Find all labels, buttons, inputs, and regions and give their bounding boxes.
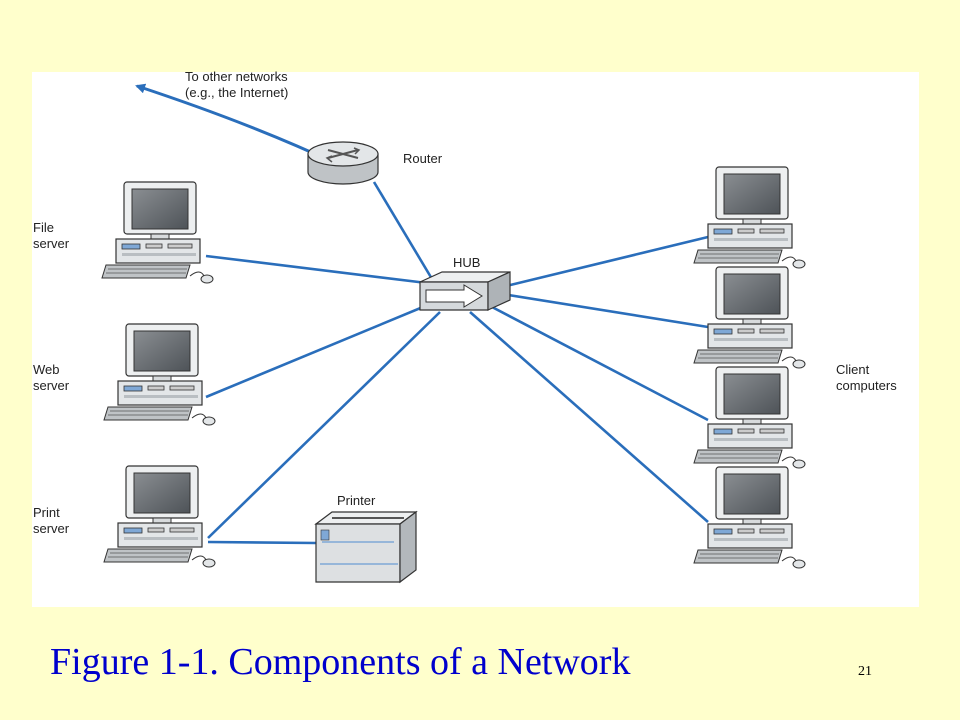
- hub-label: HUB: [453, 255, 481, 270]
- web-server-icon: [103, 323, 216, 426]
- print-server-label: Print server: [33, 505, 70, 536]
- network-diagram: To other networks (e.g., the Internet) R…: [32, 69, 919, 607]
- link-hub-client-3: [491, 305, 709, 422]
- network-links: [135, 83, 709, 545]
- client-computers-label: Client computers: [836, 362, 897, 393]
- printer-label: Printer: [337, 493, 376, 508]
- hub-icon: [419, 271, 511, 311]
- print-server-icon: [103, 465, 216, 568]
- client-computer-icon: [693, 266, 806, 369]
- page-number: 21: [858, 664, 872, 679]
- link-hub-file-server: [205, 254, 436, 286]
- client-computer-icon: [693, 166, 806, 269]
- link-hub-client-2: [501, 292, 709, 329]
- client-computer-icon: [693, 466, 806, 569]
- web-server-label: Web server: [33, 362, 70, 393]
- link-hub-print-server: [207, 311, 441, 539]
- link-hub-web-server: [205, 300, 436, 399]
- client-computer-icon: [693, 366, 806, 469]
- figure-caption: Figure 1-1. Components of a Network: [50, 641, 631, 683]
- file-server-icon: [101, 181, 214, 284]
- link-hub-client-4: [469, 311, 709, 523]
- file-server-label: File server: [33, 220, 70, 251]
- link-hub-router: [372, 181, 437, 285]
- router-icon: [307, 141, 379, 185]
- internet-label: To other networks (e.g., the Internet): [185, 69, 289, 100]
- network-diagram-svg: [101, 83, 806, 584]
- link-print-server-printer: [207, 540, 317, 545]
- link-hub-client-1: [501, 235, 709, 289]
- printer-icon: [314, 510, 418, 584]
- router-label: Router: [403, 151, 443, 166]
